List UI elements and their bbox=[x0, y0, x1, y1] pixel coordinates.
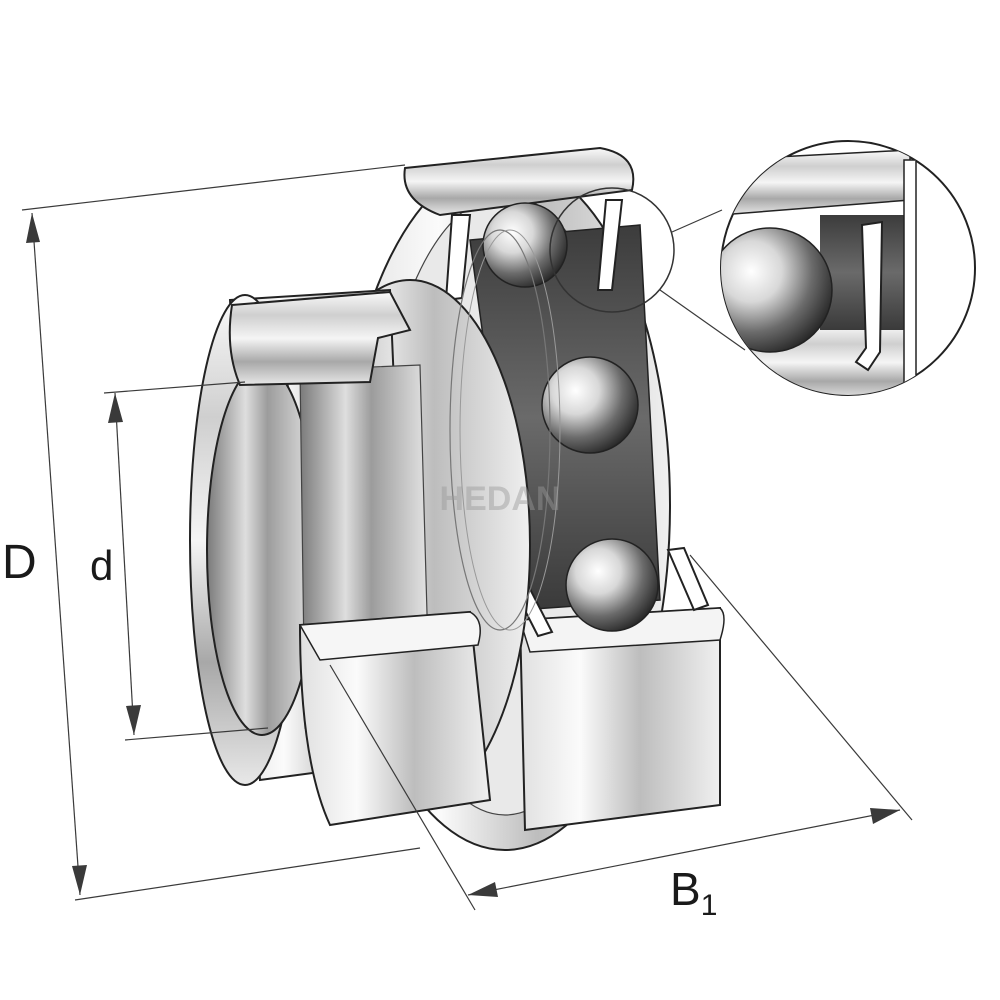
dimension-B1: B1 bbox=[329, 554, 913, 922]
watermark: HEDAN bbox=[440, 480, 561, 518]
dimension-label-d: d bbox=[90, 542, 113, 589]
magnifier-circle-icon bbox=[549, 187, 675, 313]
extended-inner-ring bbox=[189, 288, 492, 827]
ball bbox=[482, 202, 568, 288]
ball bbox=[565, 538, 659, 632]
dimension-D: D bbox=[2, 164, 421, 901]
rolling-elements bbox=[482, 202, 659, 632]
ball bbox=[541, 356, 639, 454]
dimension-label-B1: B1 bbox=[670, 863, 717, 922]
dimension-d: d bbox=[90, 381, 269, 741]
dimension-label-D: D bbox=[2, 536, 37, 589]
detail-callout bbox=[549, 140, 976, 396]
